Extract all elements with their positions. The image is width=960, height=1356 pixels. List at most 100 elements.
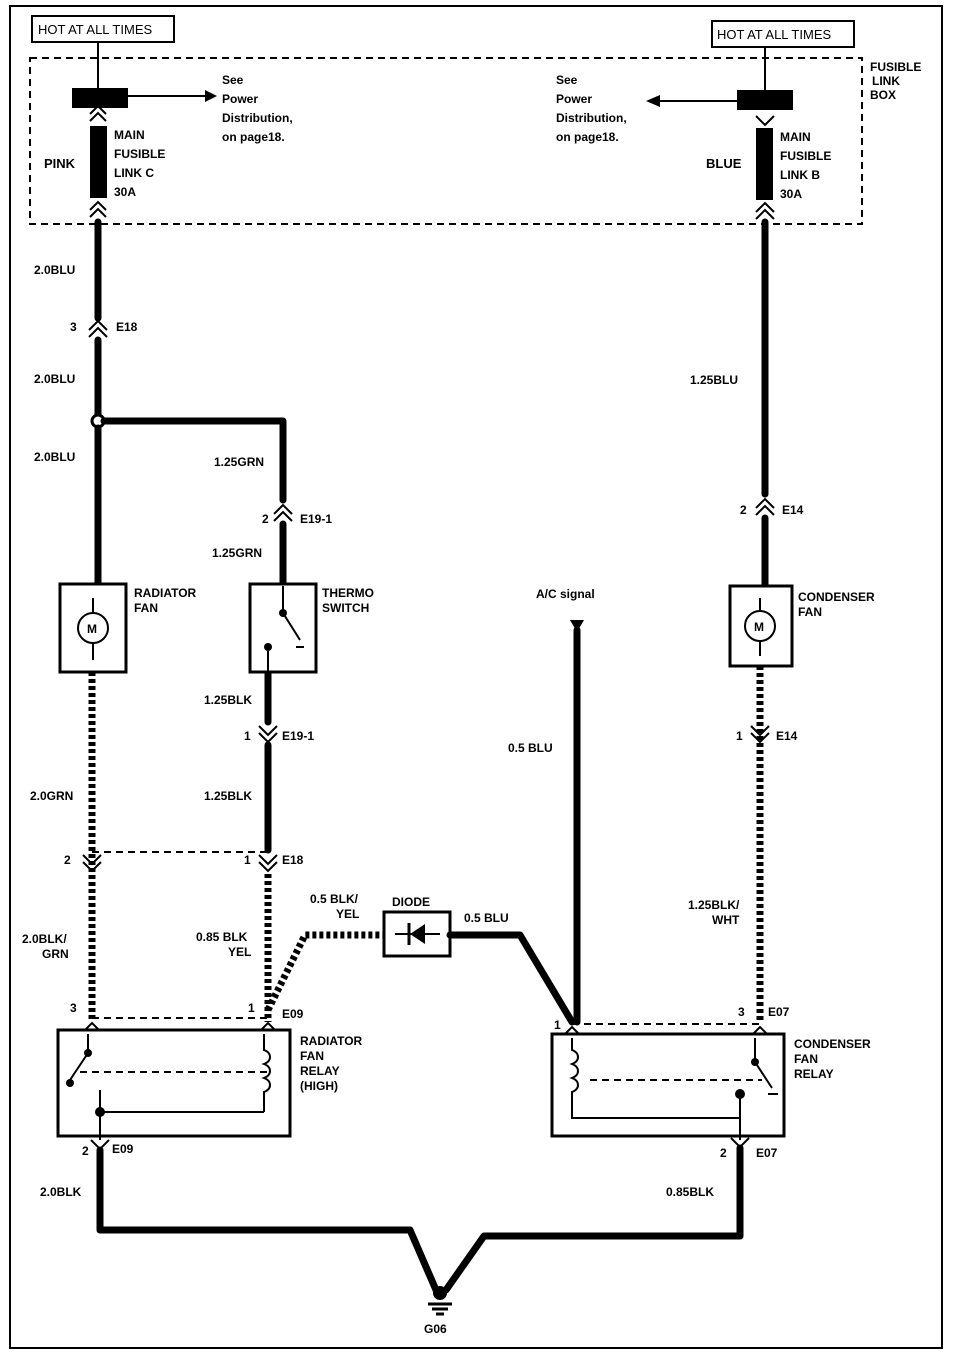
arrow-right-icon [205,90,217,102]
connector-label: E19-1 [282,729,314,743]
wire-label: YEL [228,945,251,959]
wire-label: 0.5 BLK/ [310,892,359,906]
wire-label: 2.0BLU [34,450,75,464]
connector-label: E18 [116,320,138,334]
link-c-4: 30A [114,185,136,199]
wire-label: GRN [42,947,69,961]
fusible-link-box [29,57,863,225]
see-right-2: Power [556,92,592,106]
wire-label: 1.25BLU [690,373,738,387]
connector-e19-1-bottom [258,725,278,744]
wire-label: 0.85 BLK [196,930,248,944]
rad-relay-label-4: (HIGH) [300,1079,338,1093]
pin-label: 2 [64,853,71,867]
see-left-4: on page18. [222,130,285,144]
radiator-fan-label-1: RADIATOR [134,586,197,600]
wire-label: WHT [712,913,740,927]
switch-contact-icon [282,612,301,641]
relay-switch-icon [69,1052,89,1081]
connector-label: E18 [282,853,304,867]
page-border [9,5,943,1349]
svg-text:HOT AT ALL TIMES: HOT AT ALL TIMES [38,22,152,37]
svg-text:HOT AT ALL TIMES: HOT AT ALL TIMES [717,27,831,42]
wire-label: 1.25BLK/ [688,898,740,912]
connector-e14-bottom [750,725,770,744]
connector-e18-top [88,319,108,338]
cond-relay-label-3: RELAY [794,1067,834,1081]
connector-label: E07 [768,1005,790,1019]
connector-label: E14 [782,503,804,517]
wire-label: 0.5 BLU [464,911,509,925]
see-left-1: See [222,73,244,87]
hot-label-left: HOT AT ALL TIMES [31,15,175,43]
fusible-link-b [756,128,773,200]
pin-label: 1 [244,729,251,743]
diode-label: DIODE [392,895,430,909]
pin-label: 1 [736,729,743,743]
connector-e14-top [755,497,775,516]
wire-label: 1.25GRN [212,546,262,560]
wire-label: 0.85BLK [666,1185,714,1199]
link-b-2: FUSIBLE [780,149,831,163]
link-b-3: LINK B [780,168,820,182]
connector-label: E14 [776,729,798,743]
wire-0.85blk [442,1144,744,1294]
wire-label: 2.0GRN [30,789,73,803]
pin-label: 2 [82,1144,89,1158]
see-right-3: Distribution, [556,111,627,125]
relay-coil-icon [569,1038,740,1119]
wire-1.25grn-a [100,417,287,504]
link-c-2: FUSIBLE [114,147,165,161]
link-b-color: BLUE [706,156,742,171]
pin-label: 3 [70,1001,77,1015]
fusible-box-label-1: FUSIBLE [870,60,921,74]
motor-label: M [87,622,97,636]
relay-coil-icon [261,1034,271,1112]
rad-relay-label-1: RADIATOR [300,1034,363,1048]
wire-label: 2.0BLU [34,372,75,386]
see-right-1: See [556,73,578,87]
pin-label: 1 [248,1001,255,1015]
link-c-color: PINK [44,156,76,171]
condenser-fan-relay [550,1032,786,1138]
link-c-1: MAIN [114,128,145,142]
power-bus-left [72,88,128,108]
wire-label: 1.25BLK [204,693,252,707]
radiator-fan-label-2: FAN [134,601,158,615]
ground-label: G06 [424,1322,447,1336]
wire-label: 2.0BLK [40,1185,82,1199]
connector-e18-bottom-pin2 [82,854,102,873]
fusible-link-c [90,126,107,198]
thermo-label-1: THERMO [322,586,374,600]
rad-relay-label-3: RELAY [300,1064,340,1078]
signal-arrow-icon [570,620,584,632]
wire-label: 1.25BLK [204,789,252,803]
wire-label: 2.0BLU [34,263,75,277]
wire-0.5blk-yel [264,931,384,1012]
radiator-fan-relay [56,1028,292,1138]
wire-label: 1.25GRN [214,455,264,469]
cond-relay-label-1: CONDENSER [794,1037,871,1051]
fusible-box-label-2: LINK [872,74,900,88]
see-left-2: Power [222,92,258,106]
ground-icon [428,1286,452,1316]
wire-2.0blk [96,1146,440,1294]
pin-label: 1 [554,1018,561,1032]
pin-label: 2 [740,503,747,517]
connector-label: E19-1 [300,512,332,526]
pin-label: 3 [738,1005,745,1019]
connector-e18-bottom-pin1 [258,854,278,873]
wire-label: 2.0BLK/ [22,932,67,946]
wire-label: 0.5 BLU [508,741,553,755]
condenser-fan-label-2: FAN [798,605,822,619]
thermo-label-2: SWITCH [322,601,369,615]
pin-label: 3 [70,320,77,334]
pin-label: 1 [244,853,251,867]
hot-label-right: HOT AT ALL TIMES [711,20,855,48]
condenser-fan-label-1: CONDENSER [798,590,875,604]
connector-label: E07 [756,1146,778,1160]
link-c-3: LINK C [114,166,154,180]
power-bus-right [737,90,793,110]
pin-label: 2 [720,1146,727,1160]
